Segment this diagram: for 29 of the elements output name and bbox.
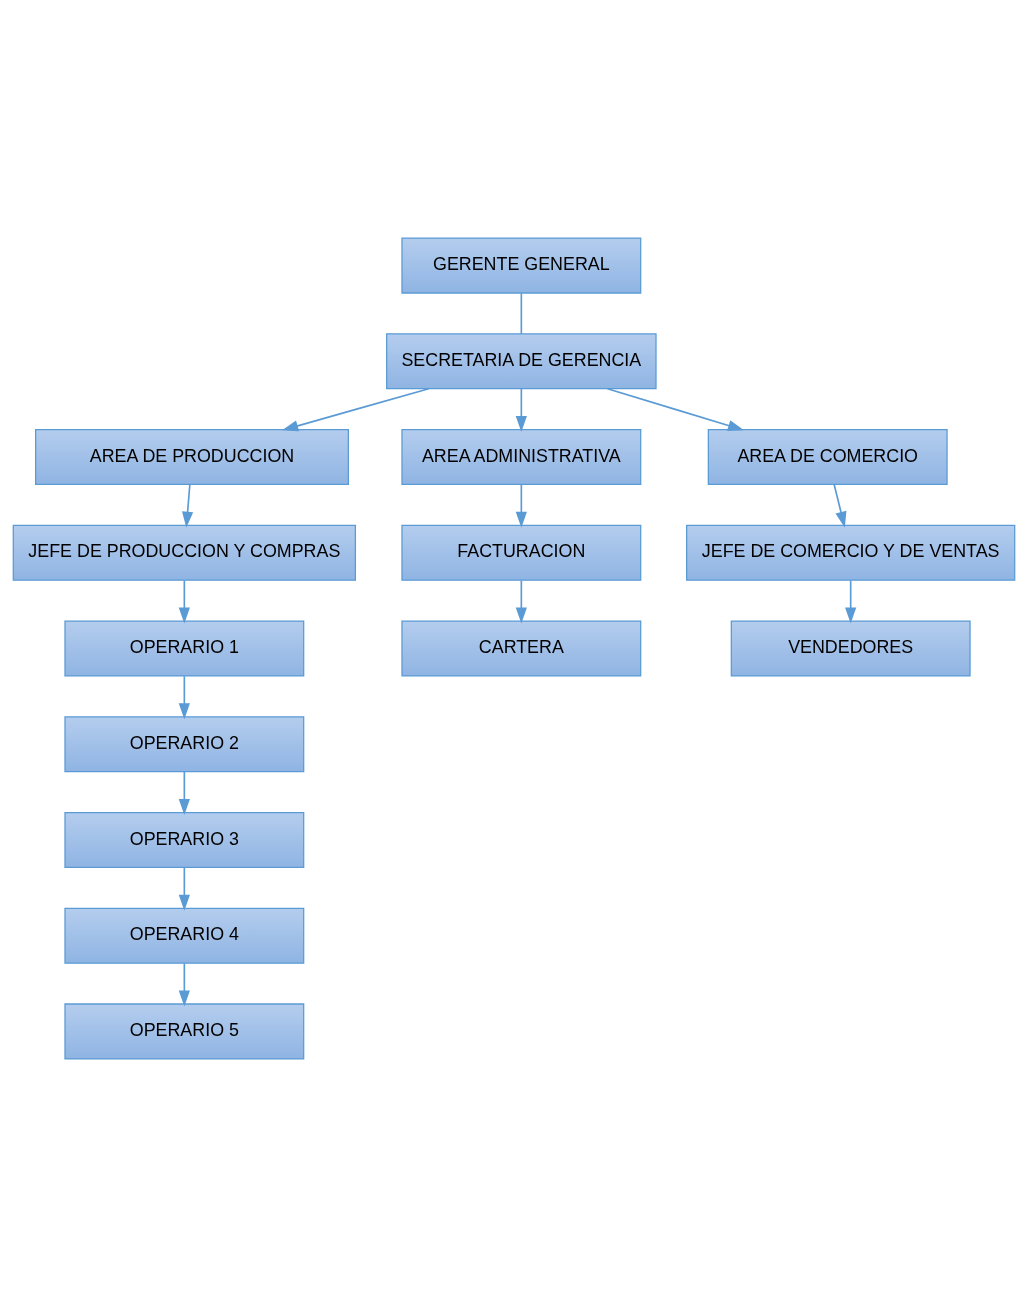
arrow xyxy=(606,387,745,431)
arrow xyxy=(515,483,527,528)
node-box: JEFE DE COMERCIO Y DE VENTAS xyxy=(686,524,1016,581)
arrow xyxy=(178,962,190,1007)
node-box: FACTURACION xyxy=(401,524,642,581)
node-box: OPERARIO 4 xyxy=(64,907,305,964)
arrow xyxy=(282,387,430,432)
arrow xyxy=(178,866,190,911)
node-box: SECRETARIA DE GERENCIA xyxy=(386,333,657,390)
arrow xyxy=(515,579,527,624)
node-box: CARTERA xyxy=(401,620,642,677)
arrow xyxy=(178,675,190,720)
arrow xyxy=(845,579,857,624)
arrow xyxy=(515,388,527,433)
node-box: OPERARIO 3 xyxy=(64,811,305,869)
node-box: JEFE DE PRODUCCION Y COMPRAS xyxy=(12,524,357,581)
connector xyxy=(520,292,523,335)
node-box: AREA ADMINISTRATIVA xyxy=(401,428,642,486)
arrow xyxy=(182,483,194,528)
arrow xyxy=(178,771,190,815)
node-box: VENDEDORES xyxy=(730,620,971,677)
arrow xyxy=(178,579,190,624)
node-box: AREA DE PRODUCCION xyxy=(35,428,349,486)
node-box: GERENTE GENERAL xyxy=(401,237,642,294)
node-box: OPERARIO 5 xyxy=(64,1003,305,1060)
node-box: OPERARIO 2 xyxy=(64,716,305,773)
node-box: OPERARIO 1 xyxy=(64,620,305,677)
arrow xyxy=(833,483,847,528)
node-box: AREA DE COMERCIO xyxy=(707,428,948,486)
